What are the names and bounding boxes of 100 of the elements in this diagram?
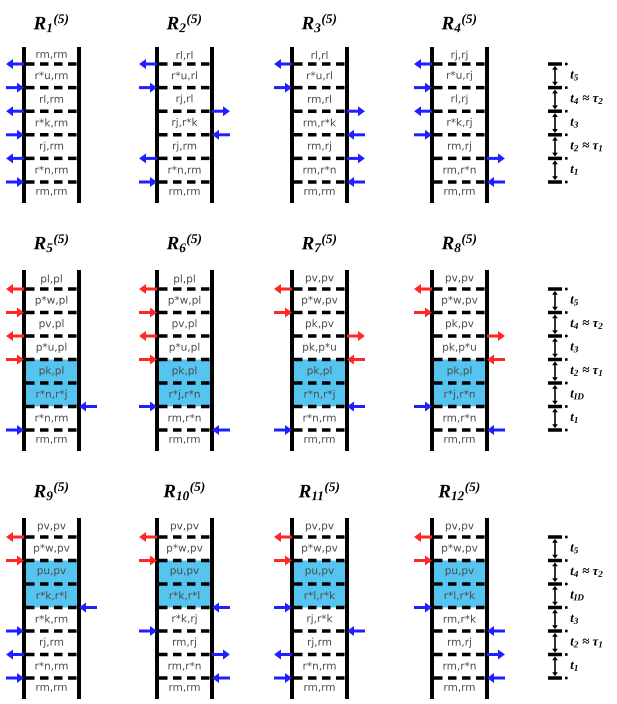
ladder-cell: r*n,r*j [294, 381, 345, 406]
ladder-label: R$_{12}$(5) [438, 482, 480, 500]
ladder-cell: pv,pv [306, 275, 334, 284]
ladder-cell: pv,pv [306, 523, 334, 532]
time-label: t$_{3}$ [570, 343, 578, 352]
time-label: t$_{1}$ [570, 414, 578, 423]
ladder-cell: r*l,r*k [294, 582, 345, 608]
ladder-cell: pu,pv [159, 558, 210, 584]
ladder-cell: r*n,rm [294, 652, 345, 671]
ladder-cell: rm,r*k [294, 109, 345, 128]
ladder-cell: pu,pv [434, 558, 485, 584]
time-label: t$_{2}$ ≈ τ$_{1}$ [570, 366, 602, 376]
ladder-label: R$_{10}$(5) [163, 482, 204, 500]
ladder-cell: pk,pl [294, 358, 345, 383]
time-label: t$_{4}$ ≈ τ$_{2}$ [570, 320, 603, 329]
time-label: t$_{5}$ [570, 296, 578, 306]
ladder-cell: rm,rm [434, 428, 485, 444]
ladder-cell: rm,rm [26, 676, 77, 692]
ladder-cell: r*n,rm [26, 156, 77, 175]
ladder-cell: p*w,pv [159, 535, 210, 554]
ladder-cell: rj,rm [26, 629, 77, 648]
ladder-cell: pk,p*u [294, 334, 345, 353]
time-label: t$_{ID}$ [570, 591, 584, 600]
ladder-cell: r*k,rj [434, 109, 485, 128]
ladder-cell: rm,rm [294, 428, 345, 444]
ladder-cell: rm,rj [294, 133, 345, 152]
time-label: t$_{2}$ ≈ τ$_{1}$ [570, 142, 602, 152]
ladder-cell: rm,r*n [159, 652, 210, 671]
ladder-cell: rm,r*k [434, 606, 485, 624]
ladder-cell: pv,pv [170, 523, 199, 532]
ladder-cell: r*u,rl [159, 62, 210, 80]
ladder-cell: rj,rj [452, 50, 468, 61]
ladder-cell: r*n,r*j [26, 381, 77, 406]
ladder-cell: pl,pl [41, 274, 62, 285]
ladder-cell: r*l,r*k [434, 582, 485, 608]
time-label: t$_{ID}$ [570, 390, 584, 400]
ladder-cell: rl,rm [26, 86, 77, 104]
ladder-label: R$_{6}$(5) [166, 234, 202, 252]
ladder-cell: r*k,rm [26, 606, 77, 624]
ladder-cell: pk,pl [159, 358, 210, 383]
time-label: t$_{2}$ ≈ τ$_{1}$ [570, 638, 602, 648]
ladder-cell: rj,r*k [294, 606, 345, 624]
ladder-cell: pv,pv [38, 523, 66, 532]
ladder-cell: rm,rm [159, 428, 210, 444]
ladder-cell: pv,pv [446, 275, 474, 284]
ladder-label: R$_{9}$(5) [34, 482, 68, 500]
time-label: t$_{3}$ [570, 614, 578, 624]
ladder-cell: rj,rm [26, 133, 77, 152]
ladder-cell: rl,rl [176, 50, 192, 60]
ladder-cell: rl,rj [434, 86, 485, 104]
ladder-cell: r*k,r*l [26, 582, 77, 608]
ladder-cell: rm,rm [36, 52, 67, 60]
ladder-cell: pk,pl [434, 358, 485, 383]
ladder-cell: rm,rm [26, 428, 77, 444]
ladder-cell: pk,pv [294, 310, 345, 330]
ladder-label: R$_{11}$(5) [298, 482, 340, 500]
ladder-cell: pl,pl [174, 274, 195, 285]
ladder-cell: pk,p*u [434, 334, 485, 353]
time-label: t$_{1}$ [570, 166, 578, 175]
ladder-cell: rm,rj [434, 133, 485, 152]
ladder-cell: rm,rm [294, 676, 345, 692]
ladder-label: R$_{4}$(5) [442, 14, 476, 32]
ladder-cell: rm,rm [159, 180, 210, 196]
ladder-cell: pu,pv [26, 558, 77, 584]
ladder-label: R$_{2}$(5) [166, 14, 202, 32]
ladder-label: R$_{1}$(5) [34, 14, 68, 32]
time-label: t$_{5}$ [570, 544, 578, 554]
ladder-cell: p*w,pv [294, 535, 345, 554]
ladder-cell: p*u,pl [159, 334, 210, 353]
ladder-cell: pv,pl [159, 310, 210, 330]
ladder-cell: pv,pv [446, 523, 474, 532]
time-label: t$_{4}$ ≈ τ$_{2}$ [570, 94, 603, 104]
ladder-cell: r*u,rm [26, 62, 77, 80]
ladder-cell: rm,rm [434, 180, 485, 196]
ladder-cell: rm,r*n [434, 156, 485, 175]
ladder-cell: r*u,rl [294, 62, 345, 80]
ladder-cell: r*k,rj [159, 606, 210, 624]
ladder-cell: p*w,pv [434, 287, 485, 306]
ladder-cell: r*n,rm [26, 652, 77, 671]
ladder-cell: rm,rm [159, 676, 210, 692]
ladder-cell: rm,rj [434, 629, 485, 648]
ladder-cell: r*n,rm [159, 156, 210, 175]
ladder-cell: r*j,r*n [434, 381, 485, 406]
ladder-cell: r*n,rm [294, 404, 345, 423]
ladder-cell: p*w,pv [26, 535, 77, 554]
ladder-cell: p*u,pl [26, 334, 77, 353]
ladder-label: R$_{7}$(5) [302, 234, 336, 252]
ladder-cell: pu,pv [294, 558, 345, 584]
ladder-cell: r*k,r*l [159, 582, 210, 608]
ladder-cell: rm,rm [294, 180, 345, 196]
ladder-cell: rm,r*n [434, 404, 485, 423]
ladder-label: R$_{5}$(5) [34, 234, 68, 252]
ladder-cell: pv,pl [26, 310, 77, 330]
time-label: t$_{4}$ ≈ τ$_{2}$ [570, 568, 603, 577]
ladder-cell: r*j,r*n [159, 381, 210, 406]
ladder-cell: rj,rl [159, 86, 210, 104]
ladder-cell: p*w,pl [26, 287, 77, 306]
ladder-cell: p*w,pv [294, 287, 345, 306]
ladder-cell: p*w,pv [434, 535, 485, 554]
ladder-cell: r*n,rm [26, 404, 77, 423]
